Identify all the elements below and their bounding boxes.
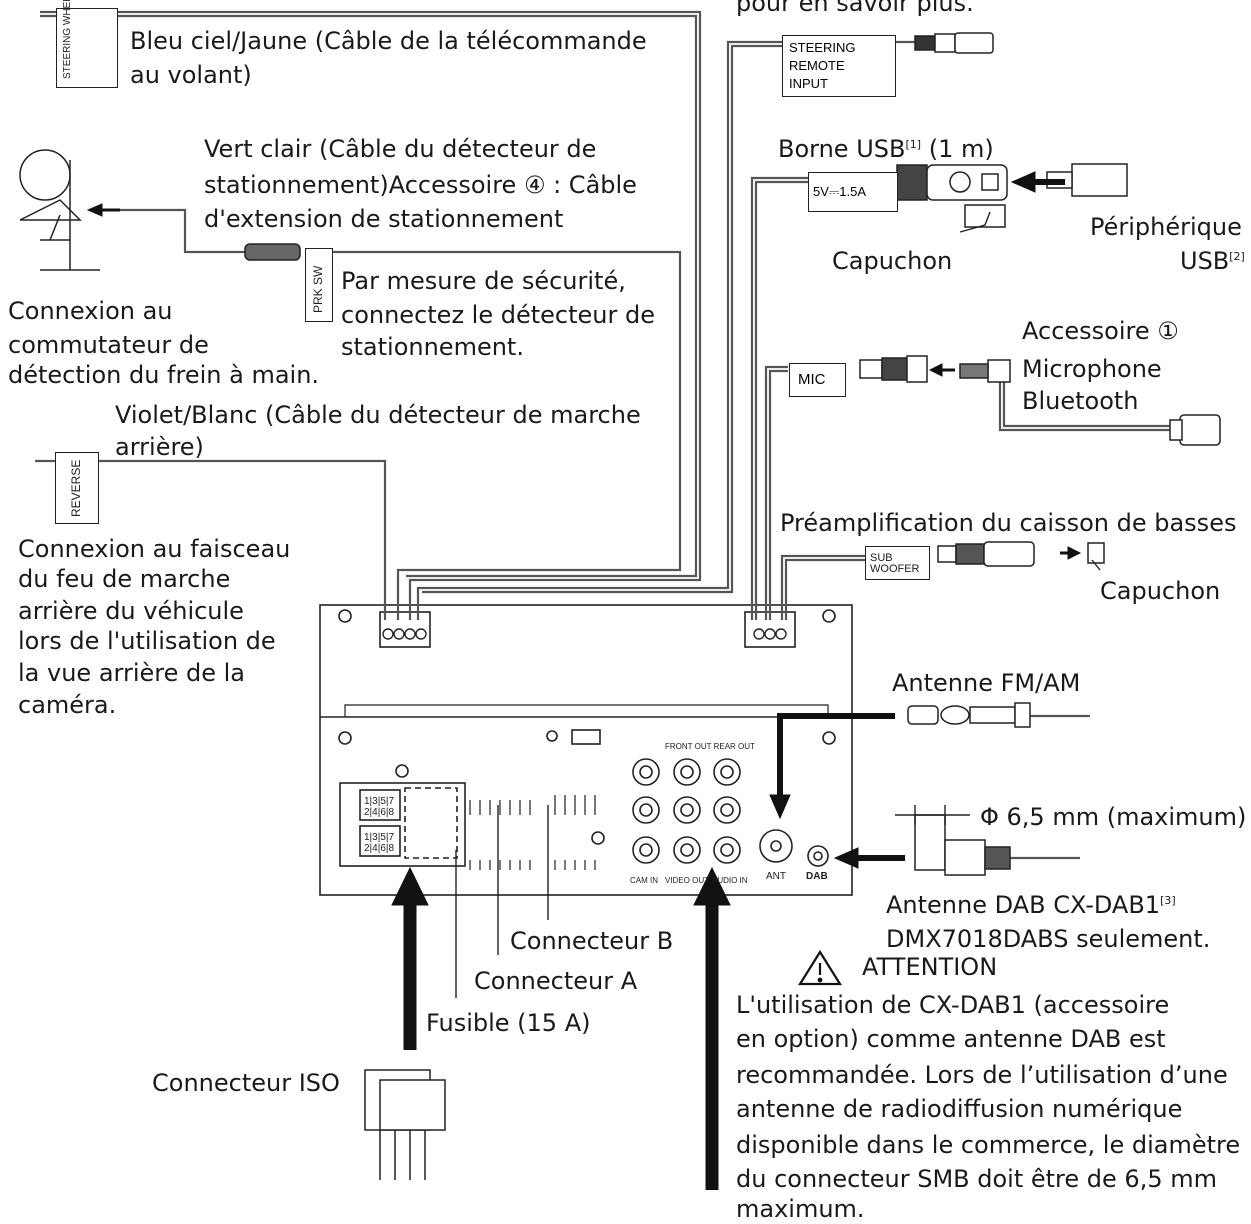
usb-device-text: USB bbox=[1180, 247, 1230, 275]
steering-cable-label-2: au volant) bbox=[130, 61, 252, 89]
iso-pins-top-b: 2|4|6|8 bbox=[364, 807, 395, 818]
warning-icon bbox=[798, 949, 842, 986]
mic-tag: MIC bbox=[789, 363, 846, 397]
reverse-conn-label-3: arrière du véhicule bbox=[18, 597, 244, 625]
attention-title: ATTENTION bbox=[862, 953, 998, 981]
plugs bbox=[19, 32, 1221, 1180]
reverse-conn-label-2: du feu de marche bbox=[18, 565, 231, 593]
iso-connector-label: Connecteur ISO bbox=[152, 1069, 340, 1097]
dab-antenna-text: Antenne DAB CX-DAB1 bbox=[886, 891, 1161, 919]
attention-line-3: recommandée. Lors de l’utilisation d’une bbox=[736, 1061, 1228, 1089]
connector-a-label: Connecteur A bbox=[474, 967, 638, 995]
usb-power-text: 5V⎓1.5A bbox=[813, 184, 867, 199]
steering-remote-line-3: INPUT bbox=[789, 76, 828, 91]
brake-label-2: commutateur de bbox=[8, 331, 209, 359]
subwoofer-tag: SUB WOOFER bbox=[865, 546, 930, 580]
usb-terminal-text: Borne USB bbox=[778, 135, 906, 163]
prk-sw-text: PRK SW bbox=[311, 265, 325, 313]
sub-text-2: WOOFER bbox=[870, 563, 920, 575]
steering-remote-line-1: STEERING bbox=[789, 40, 856, 55]
mic-accessory-label: Accessoire ① bbox=[1022, 317, 1179, 345]
usb-terminal-note: [1] bbox=[905, 138, 922, 151]
reverse-cable-label-2: arrière) bbox=[115, 433, 204, 461]
attention-line-2: en option) comme antenne DAB est bbox=[736, 1025, 1166, 1053]
usb-cap-label: Capuchon bbox=[832, 247, 953, 275]
audio-in-label: AUDIO IN bbox=[712, 876, 748, 885]
sub-text-1: SUB bbox=[870, 552, 893, 564]
dab-diameter-label: Φ 6,5 mm (maximum) bbox=[980, 803, 1247, 831]
safety-label-1: Par mesure de sécurité, bbox=[341, 267, 626, 295]
iso-pins-bottom-b: 2|4|6|8 bbox=[364, 843, 395, 854]
reverse-text: REVERSE bbox=[69, 459, 83, 517]
reverse-tag: REVERSE bbox=[55, 452, 99, 524]
subwoofer-label: Préamplification du caisson de basses bbox=[780, 509, 1237, 537]
steering-remote-input-tag: STEERING REMOTE INPUT bbox=[782, 35, 896, 97]
dab-model-label: DMX7018DABS seulement. bbox=[886, 925, 1211, 953]
usb-device-note: [2] bbox=[1229, 250, 1245, 263]
reverse-conn-label-5: la vue arrière de la bbox=[18, 659, 246, 687]
usb-device-label-1: Périphérique bbox=[1090, 213, 1242, 241]
attention-line-5: disponible dans le commerce, le diamètre bbox=[736, 1131, 1241, 1159]
head-unit bbox=[319, 604, 853, 896]
cam-in-label: CAM IN bbox=[630, 876, 658, 885]
usb-terminal-length: (1 m) bbox=[928, 135, 994, 163]
leader-lines bbox=[455, 211, 1101, 998]
steering-remote-line-2: REMOTE bbox=[789, 58, 845, 73]
reverse-cable-label-1: Violet/Blanc (Câble du détecteur de marc… bbox=[115, 401, 641, 429]
dab-antenna-note: [3] bbox=[1160, 894, 1176, 907]
arrows bbox=[86, 171, 1082, 1190]
ant-label: ANT bbox=[766, 871, 786, 882]
dab-label: DAB bbox=[806, 871, 828, 882]
reverse-conn-label-4: lors de l'utilisation de bbox=[18, 627, 276, 655]
head-unit-plug-pins bbox=[382, 628, 787, 640]
dab-antenna-label: Antenne DAB CX-DAB1[3] bbox=[886, 886, 1176, 920]
fm-am-label: Antenne FM/AM bbox=[892, 669, 1081, 697]
steering-cable-label-1: Bleu ciel/Jaune (Câble de la télécommand… bbox=[130, 27, 647, 55]
attention-line-4: antenne de radiodiffusion numérique bbox=[736, 1095, 1183, 1123]
front-out-label: FRONT OUT REAR OUT bbox=[665, 742, 755, 751]
parking-label-1: Vert clair (Câble du détecteur de bbox=[204, 135, 597, 163]
iso-pins-top-a: 1|3|5|7 bbox=[364, 796, 395, 807]
brake-label-1: Connexion au bbox=[8, 297, 173, 325]
mic-label-2: Bluetooth bbox=[1022, 387, 1139, 415]
sub-cap-label: Capuchon bbox=[1100, 577, 1221, 605]
video-out-label: VIDEO OUT bbox=[665, 876, 710, 885]
parking-label-3: d'extension de stationnement bbox=[204, 205, 564, 233]
mic-label-1: Microphone bbox=[1022, 355, 1162, 383]
connector-b-label: Connecteur B bbox=[510, 927, 674, 955]
safety-label-3: stationnement. bbox=[341, 333, 524, 361]
reverse-conn-label-6: caméra. bbox=[18, 691, 117, 719]
steering-wheel-input-tag-text: STEERING WHEEL REMOTE INPUT bbox=[62, 0, 73, 79]
cables bbox=[35, 10, 1180, 860]
iso-pins-bottom-a: 1|3|5|7 bbox=[364, 832, 395, 843]
usb-device-label-2: USB[2] bbox=[1180, 242, 1245, 276]
safety-label-2: connectez le détecteur de bbox=[341, 301, 655, 329]
attention-line-7: maximum. bbox=[736, 1195, 865, 1223]
reverse-conn-label-1: Connexion au faisceau bbox=[18, 535, 291, 563]
usb-power-tag: 5V⎓1.5A bbox=[808, 172, 898, 212]
top-partial-label: pour en savoir plus. bbox=[736, 0, 974, 17]
attention-line-6: du connecteur SMB doit être de 6,5 mm bbox=[736, 1165, 1217, 1193]
brake-label-3: détection du frein à main. bbox=[8, 361, 320, 389]
fuse-label: Fusible (15 A) bbox=[426, 1009, 591, 1037]
parking-label-2: stationnement)Accessoire ④ : Câble bbox=[204, 171, 637, 199]
usb-terminal-label: Borne USB[1] (1 m) bbox=[778, 130, 994, 164]
attention-line-1: L'utilisation de CX-DAB1 (accessoire bbox=[736, 991, 1170, 1019]
mic-text: MIC bbox=[798, 371, 826, 388]
steering-wheel-input-tag: STEERING WHEEL REMOTE INPUT bbox=[56, 0, 118, 88]
prk-sw-tag: PRK SW bbox=[305, 248, 333, 322]
